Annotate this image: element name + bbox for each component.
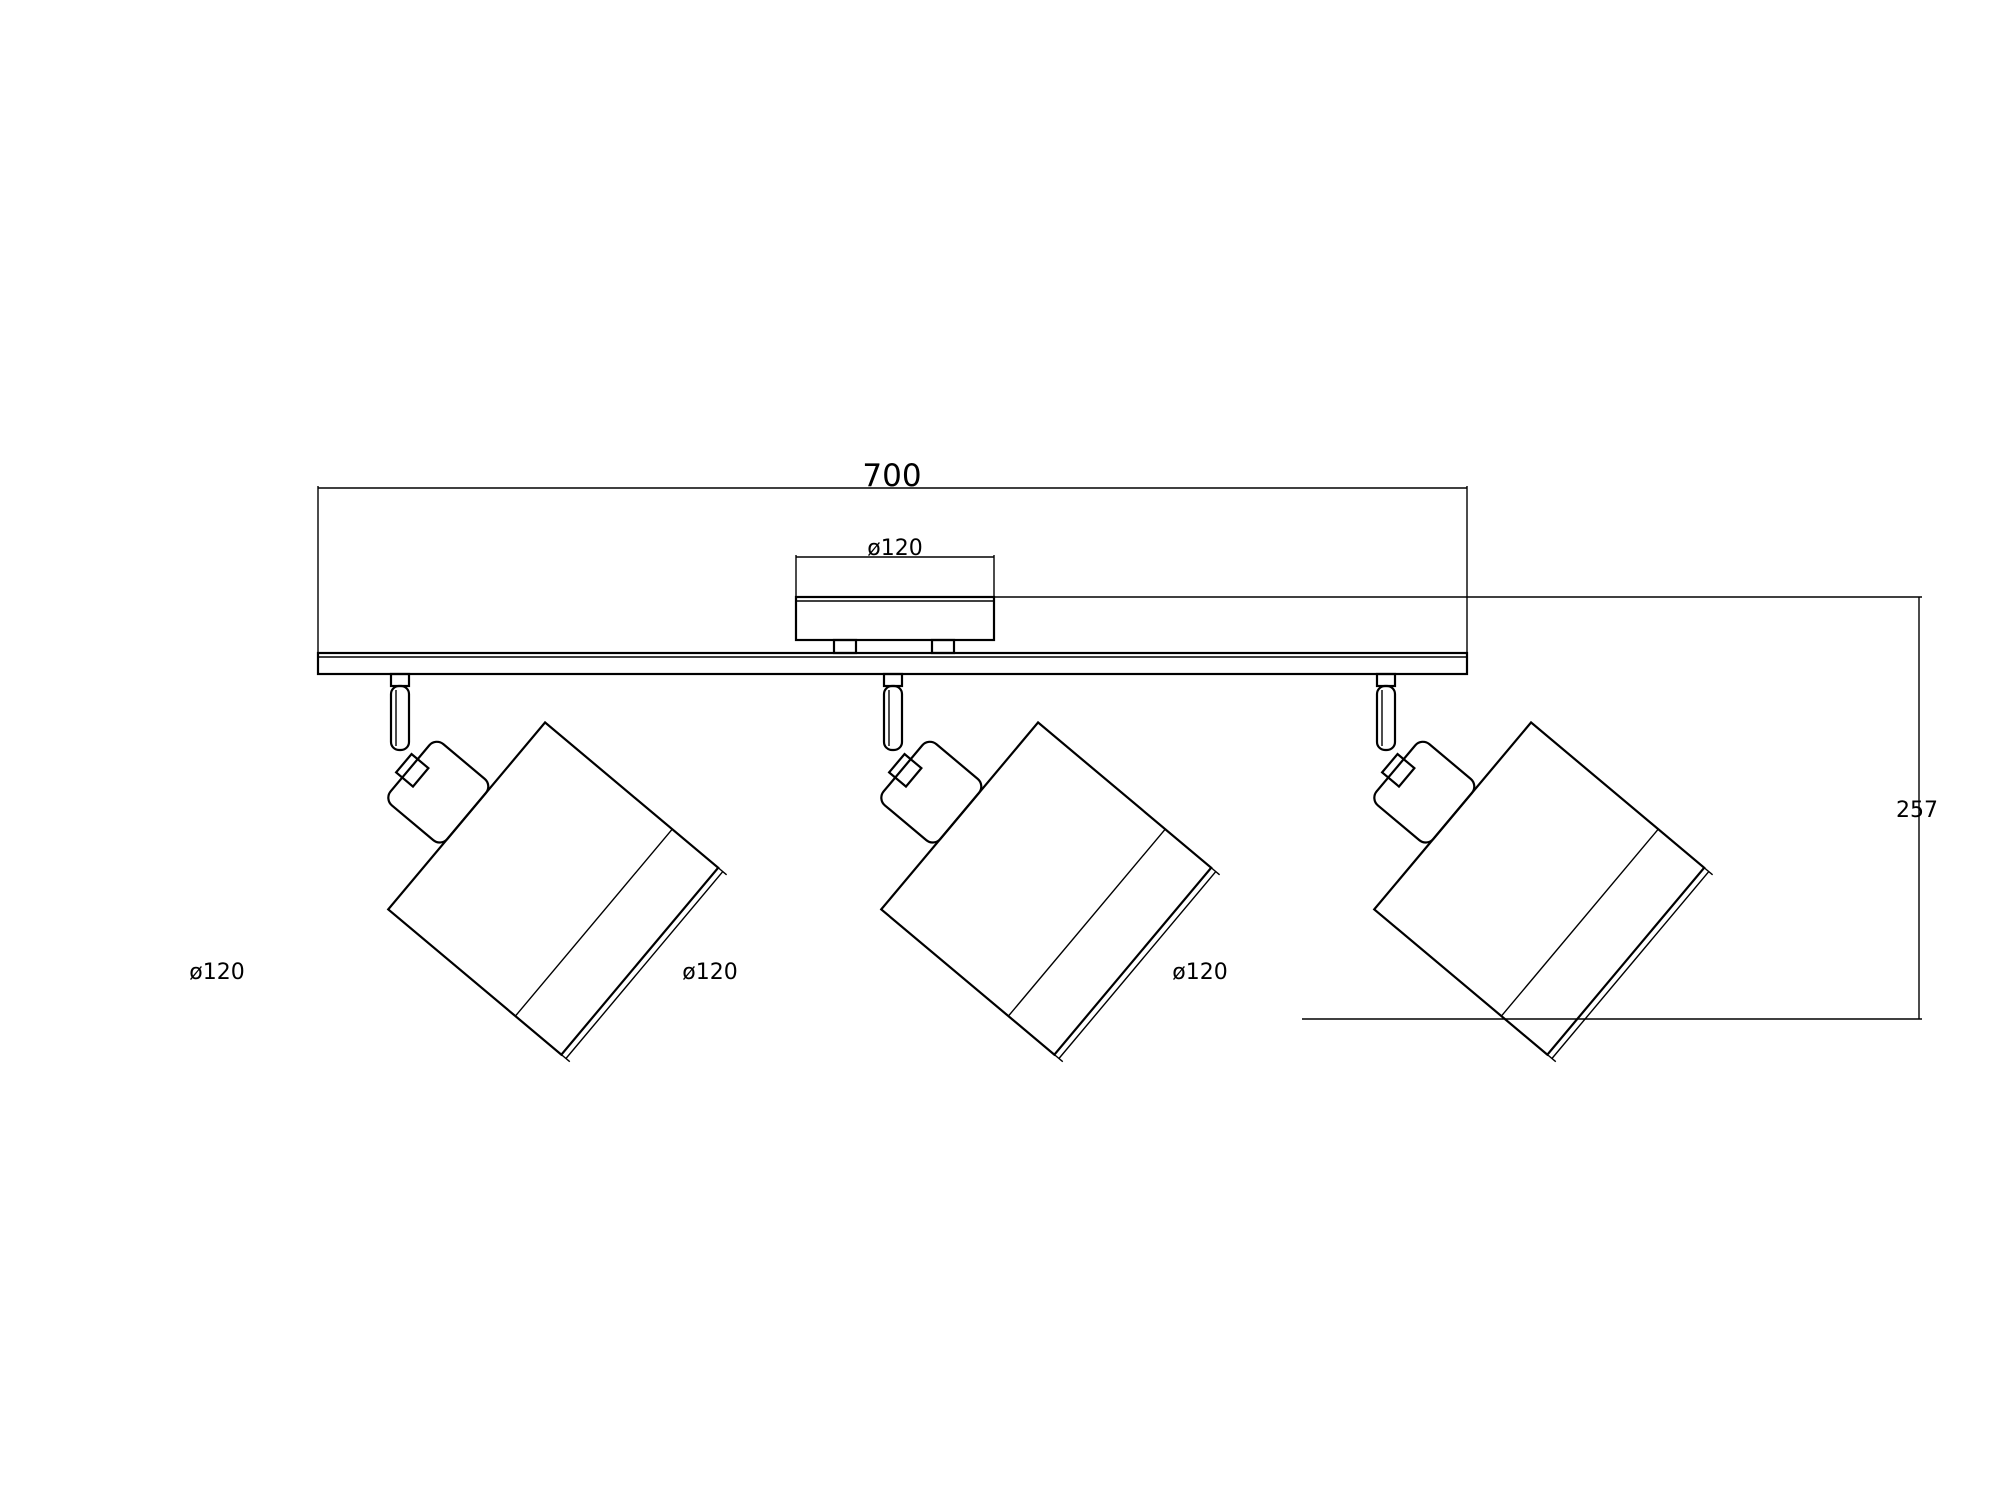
- spotlight-head-1: ø120: [189, 672, 728, 1063]
- spot-stem: [1375, 672, 1397, 752]
- spot-back-housing: [880, 740, 983, 844]
- spot-knuckle: [394, 752, 430, 789]
- shade-diameter-label-2: ø120: [682, 960, 737, 985]
- height-dimension: 257: [994, 596, 1938, 1020]
- spot-shade: [386, 720, 720, 1057]
- spotlight-head-2: ø120: [682, 672, 1221, 1063]
- spot-stem: [389, 672, 411, 752]
- spot-knuckle: [1380, 752, 1416, 789]
- width-dimension: 700: [317, 458, 1468, 655]
- canopy-diameter-label: ø120: [867, 536, 922, 561]
- spot-shade: [1372, 720, 1706, 1057]
- height-label: 257: [1896, 798, 1938, 823]
- mounting-bar: [316, 651, 1469, 676]
- spot-back-housing: [387, 740, 490, 844]
- shade-diameter-label-1: ø120: [189, 960, 244, 985]
- canopy: ø120: [794, 536, 996, 655]
- shade-diameter-label-3: ø120: [1172, 960, 1227, 985]
- spot-knuckle: [887, 752, 923, 789]
- spot-shade: [879, 720, 1213, 1057]
- spot-back-housing: [1373, 740, 1476, 844]
- width-label: 700: [862, 458, 921, 494]
- spotlight-head-3: ø120: [1172, 672, 1714, 1063]
- spot-stem: [882, 672, 904, 752]
